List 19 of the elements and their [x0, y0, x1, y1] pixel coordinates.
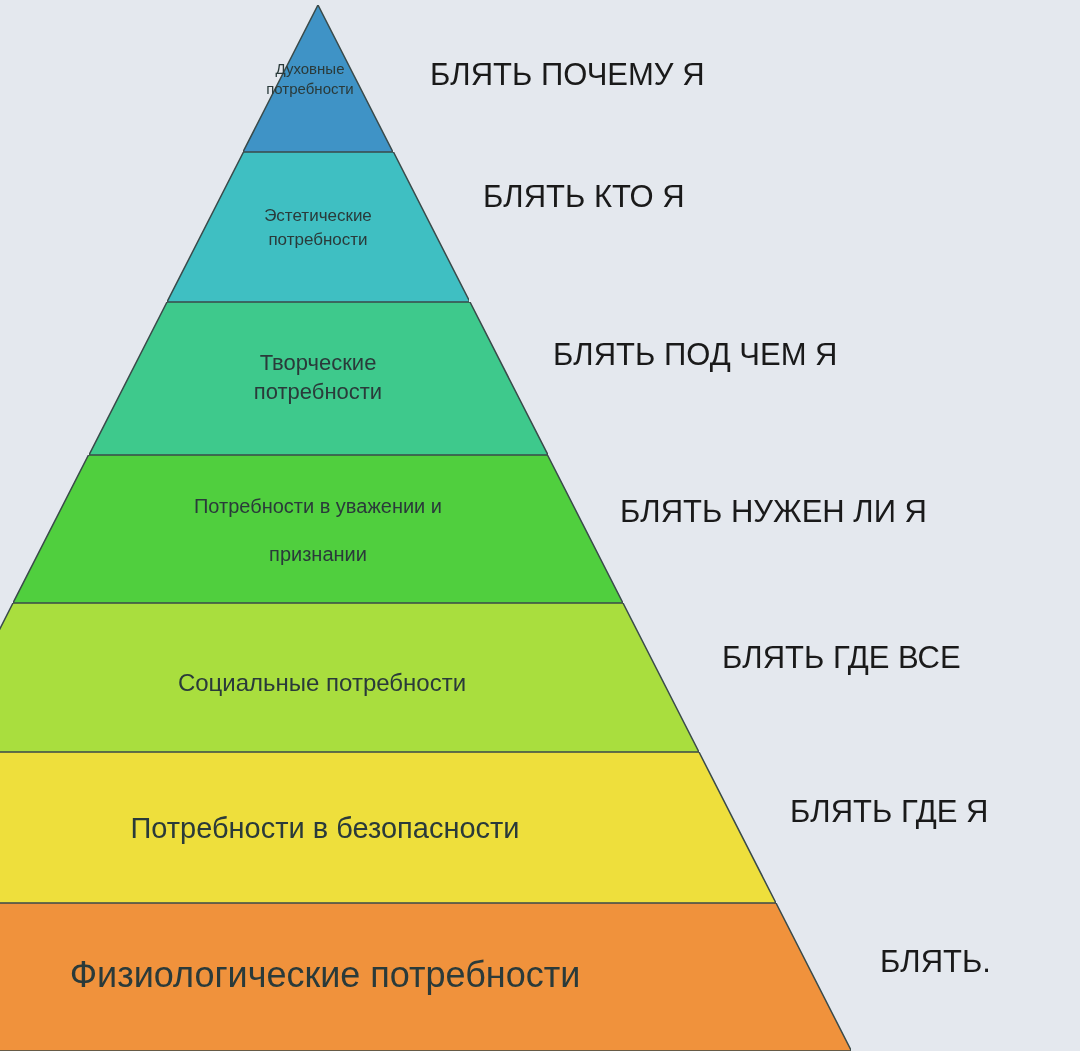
pyramid-level — [13, 455, 623, 603]
pyramid-level — [0, 752, 776, 903]
side-caption: БЛЯТЬ ГДЕ ВСЕ — [722, 640, 961, 676]
level-label: Эстетические потребности — [263, 205, 373, 251]
level-label: Потребности в уважении и признании — [192, 494, 443, 567]
level-label: Творческие потребности — [252, 349, 384, 406]
level-label: Потребности в безопасности — [129, 810, 521, 846]
pyramid-level — [166, 152, 470, 302]
level-label: Социальные потребности — [176, 668, 468, 698]
side-caption: БЛЯТЬ. — [880, 944, 991, 980]
side-caption: БЛЯТЬ НУЖЕН ЛИ Я — [620, 494, 927, 530]
side-caption: БЛЯТЬ ПОД ЧЕМ Я — [553, 337, 838, 373]
pyramid-level — [0, 603, 699, 752]
pyramid-level — [0, 903, 852, 1051]
side-caption: БЛЯТЬ КТО Я — [483, 179, 685, 215]
side-caption: БЛЯТЬ ПОЧЕМУ Я — [430, 57, 705, 93]
side-caption: БЛЯТЬ ГДЕ Я — [790, 794, 989, 830]
pyramid-level — [88, 302, 548, 455]
level-label: Физиологические потребности — [68, 953, 582, 997]
